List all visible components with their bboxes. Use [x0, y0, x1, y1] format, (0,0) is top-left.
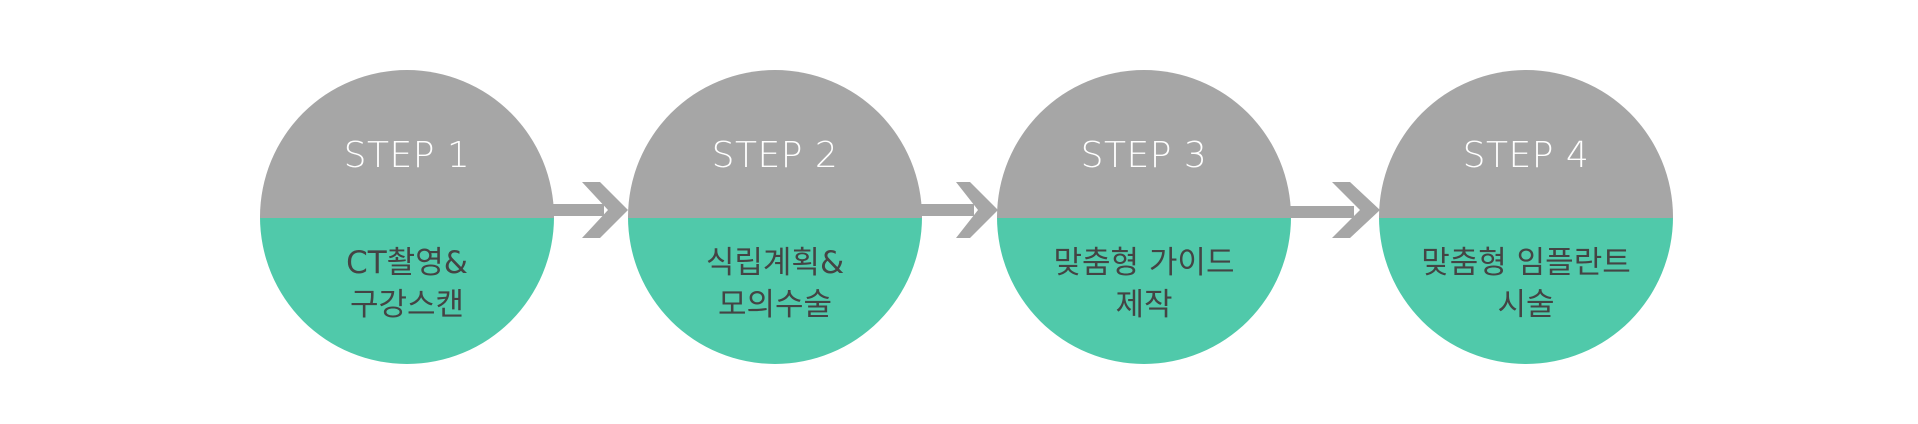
step-2-desc-line2: 모의수술: [717, 287, 833, 323]
arrow-2-to-3: [918, 182, 998, 238]
step-4-desc-line2: 시술: [1497, 287, 1555, 323]
step-4-label: STEP 4: [1462, 135, 1590, 176]
arrow-shaft: [918, 204, 974, 216]
step-3-label: STEP 3: [1080, 135, 1208, 176]
step-1-bottom-half: [260, 218, 554, 364]
arrow-shaft: [548, 204, 604, 216]
step-3-desc-line1: 맞춤형 가이드: [1053, 245, 1235, 281]
arrow-head: [1332, 182, 1380, 238]
step-1-label: STEP 1: [343, 135, 471, 176]
step-2-bottom-half: [628, 218, 922, 364]
step-4-circle: STEP 4 맞춤형 임플란트 시술: [1379, 70, 1673, 364]
arrow-3-to-4: [1288, 182, 1380, 238]
step-4-top-half: [1379, 70, 1673, 218]
step-4-desc-line1: 맞춤형 임플란트: [1421, 245, 1631, 281]
step-2-label: STEP 2: [711, 135, 839, 176]
step-3-bottom-half: [997, 218, 1291, 364]
step-2-circle: STEP 2 식립계획& 모의수술: [628, 70, 922, 364]
arrow-head: [582, 182, 628, 238]
step-3-description: 맞춤형 가이드 제작: [997, 242, 1291, 326]
step-2-description: 식립계획& 모의수술: [628, 242, 922, 326]
step-4-description: 맞춤형 임플란트 시술: [1379, 242, 1673, 326]
arrow-shaft: [1288, 206, 1354, 218]
step-1-desc-line2: 구강스캔: [349, 287, 465, 323]
step-1-desc-line1: CT촬영&: [346, 245, 468, 281]
step-1-top-half: [260, 70, 554, 218]
step-3-desc-line2: 제작: [1115, 287, 1173, 323]
step-1-description: CT촬영& 구강스캔: [260, 242, 554, 326]
step-3-top-half: [997, 70, 1291, 218]
step-1-circle: STEP 1 CT촬영& 구강스캔: [260, 70, 554, 364]
arrow-head: [956, 182, 998, 238]
arrow-1-to-2: [548, 182, 628, 238]
step-2-top-half: [628, 70, 922, 218]
step-2-desc-line1: 식립계획&: [705, 245, 845, 281]
step-3-circle: STEP 3 맞춤형 가이드 제작: [997, 70, 1291, 364]
step-4-bottom-half: [1379, 218, 1673, 364]
